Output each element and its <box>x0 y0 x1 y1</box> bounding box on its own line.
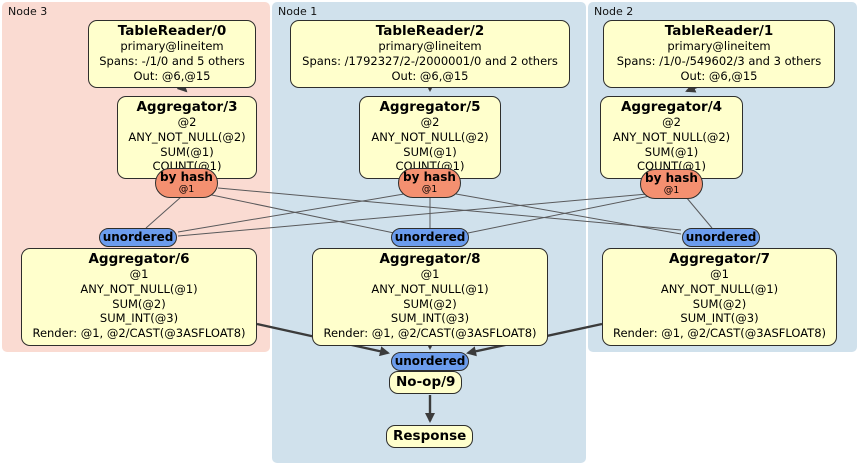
hash-router-5: by hash @1 <box>398 168 461 198</box>
processor-tablereader-2: TableReader/2 primary@lineitem Spans: /1… <box>290 20 570 89</box>
processor-index: primary@lineitem <box>120 39 224 53</box>
processor-title: Aggregator/7 <box>668 251 771 267</box>
hash-router-label: by hash <box>403 170 456 184</box>
processor-agg-fn: ANY_NOT_NULL(@1) <box>660 281 779 296</box>
processor-title: TableReader/1 <box>664 23 774 39</box>
processor-title: TableReader/0 <box>117 23 227 39</box>
processor-render: Render: @1, @2/CAST(@3ASFLOAT8) <box>32 326 246 341</box>
region-node-1-label: Node 1 <box>278 5 318 18</box>
hash-router-4: by hash @1 <box>640 169 703 199</box>
processor-aggregator-8: Aggregator/8 @1 ANY_NOT_NULL(@1) SUM(@2)… <box>312 248 548 346</box>
processor-response: Response <box>386 425 474 448</box>
unordered-stream-8: unordered <box>391 228 469 247</box>
region-node-3-label: Node 3 <box>8 5 48 18</box>
processor-agg-fn: ANY_NOT_NULL(@2) <box>128 129 246 144</box>
processor-spans: Spans: /1/0-/549602/3 and 3 others <box>616 53 822 68</box>
processor-title: Response <box>393 428 467 444</box>
hash-router-columns: @1 <box>178 184 195 195</box>
processor-group-cols: @1 <box>129 267 149 281</box>
processor-agg-fn: SUM_INT(@3) <box>680 311 759 326</box>
processor-out: Out: @6,@15 <box>391 68 469 83</box>
processor-title: Aggregator/6 <box>88 251 190 267</box>
processor-group-cols: @2 <box>177 115 197 129</box>
processor-out: Out: @6,@15 <box>133 68 211 83</box>
edge-hash4-to-stream8 <box>467 195 651 234</box>
processor-title: Aggregator/3 <box>136 99 238 115</box>
processor-render: Render: @1, @2/CAST(@3ASFLOAT8) <box>323 326 537 341</box>
processor-spans: Spans: /1792327/2-/2000001/0 and 2 other… <box>302 53 558 68</box>
edge-hash5-to-stream6 <box>177 193 405 233</box>
processor-group-cols: @2 <box>420 115 440 129</box>
processor-aggregator-5: Aggregator/5 @2 ANY_NOT_NULL(@2) SUM(@1)… <box>359 96 501 180</box>
processor-agg-fn: SUM(@1) <box>160 144 214 159</box>
edge-hash4-to-stream6 <box>177 193 648 237</box>
processor-noop-9: No-op/9 <box>389 371 463 394</box>
processor-agg-fn: SUM_INT(@3) <box>99 311 179 326</box>
edge-hash3-to-stream7 <box>217 187 682 231</box>
processor-aggregator-4: Aggregator/4 @2 ANY_NOT_NULL(@2) SUM(@1)… <box>600 96 743 180</box>
processor-group-cols: @1 <box>420 267 440 281</box>
processor-agg-fn: ANY_NOT_NULL(@2) <box>371 129 489 144</box>
processor-group-cols: @1 <box>710 267 729 281</box>
hash-router-columns: @1 <box>663 185 680 196</box>
processor-title: TableReader/2 <box>375 23 485 39</box>
processor-agg-fn: ANY_NOT_NULL(@1) <box>80 281 198 296</box>
unordered-stream-final: unordered <box>391 352 469 371</box>
processor-title: Aggregator/5 <box>379 99 481 115</box>
edge-hash3-to-stream6 <box>145 196 182 229</box>
processor-spans: Spans: -/1/0 and 5 others <box>99 53 245 68</box>
processor-agg-fn: SUM_INT(@3) <box>390 311 470 326</box>
unordered-stream-6: unordered <box>99 228 177 247</box>
unordered-stream-label: unordered <box>394 354 466 368</box>
hash-router-3: by hash @1 <box>155 168 218 198</box>
processor-tablereader-0: TableReader/0 primary@lineitem Spans: -/… <box>88 20 256 89</box>
processor-tablereader-1: TableReader/1 primary@lineitem Spans: /1… <box>603 20 835 89</box>
processor-aggregator-6: Aggregator/6 @1 ANY_NOT_NULL(@1) SUM(@2)… <box>21 248 257 346</box>
edge-hash3-to-stream8 <box>206 193 395 234</box>
processor-out: Out: @6,@15 <box>680 68 758 83</box>
processor-agg-fn: SUM(@1) <box>403 144 457 159</box>
region-node-2-label: Node 2 <box>594 5 634 18</box>
unordered-stream-label: unordered <box>394 230 466 244</box>
hash-router-label: by hash <box>645 171 698 185</box>
edge-hash4-to-stream7 <box>685 196 713 229</box>
processor-group-cols: @2 <box>662 115 681 129</box>
hash-router-columns: @1 <box>421 184 438 195</box>
edge-hash5-to-stream7 <box>455 193 682 235</box>
unordered-stream-label: unordered <box>685 230 757 244</box>
processor-aggregator-7: Aggregator/7 @1 ANY_NOT_NULL(@1) SUM(@2)… <box>602 248 837 346</box>
processor-title: No-op/9 <box>396 374 456 390</box>
processor-agg-fn: ANY_NOT_NULL(@2) <box>612 129 731 144</box>
processor-index: primary@lineitem <box>667 39 771 53</box>
processor-agg-fn: ANY_NOT_NULL(@1) <box>371 281 489 296</box>
processor-title: Aggregator/8 <box>379 251 481 267</box>
processor-aggregator-3: Aggregator/3 @2 ANY_NOT_NULL(@2) SUM(@1)… <box>117 96 257 180</box>
hash-router-label: by hash <box>160 170 213 184</box>
processor-agg-fn: SUM(@2) <box>692 296 747 311</box>
unordered-stream-label: unordered <box>102 230 174 244</box>
processor-render: Render: @1, @2/CAST(@3ASFLOAT8) <box>612 326 827 341</box>
processor-agg-fn: SUM(@2) <box>403 296 457 311</box>
processor-agg-fn: SUM(@1) <box>644 144 699 159</box>
processor-agg-fn: SUM(@2) <box>112 296 166 311</box>
processor-title: Aggregator/4 <box>620 99 723 115</box>
unordered-stream-7: unordered <box>682 228 760 247</box>
processor-index: primary@lineitem <box>378 39 482 53</box>
